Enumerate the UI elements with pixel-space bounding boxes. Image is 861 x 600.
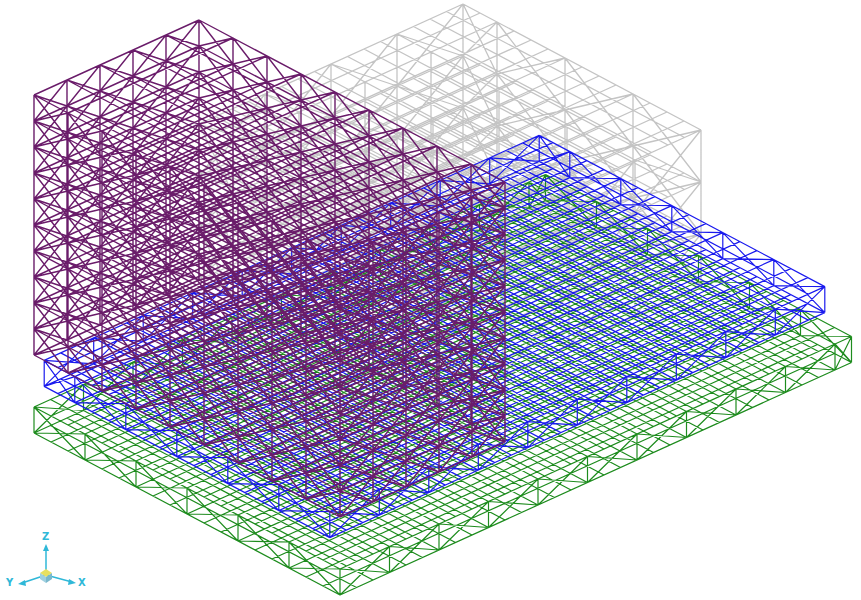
- axis-triad: [18, 544, 76, 586]
- axis-label: X: [78, 578, 86, 588]
- axis-label: Y: [6, 578, 13, 588]
- axis-label: Z: [42, 532, 49, 542]
- purple-tower: [34, 20, 505, 517]
